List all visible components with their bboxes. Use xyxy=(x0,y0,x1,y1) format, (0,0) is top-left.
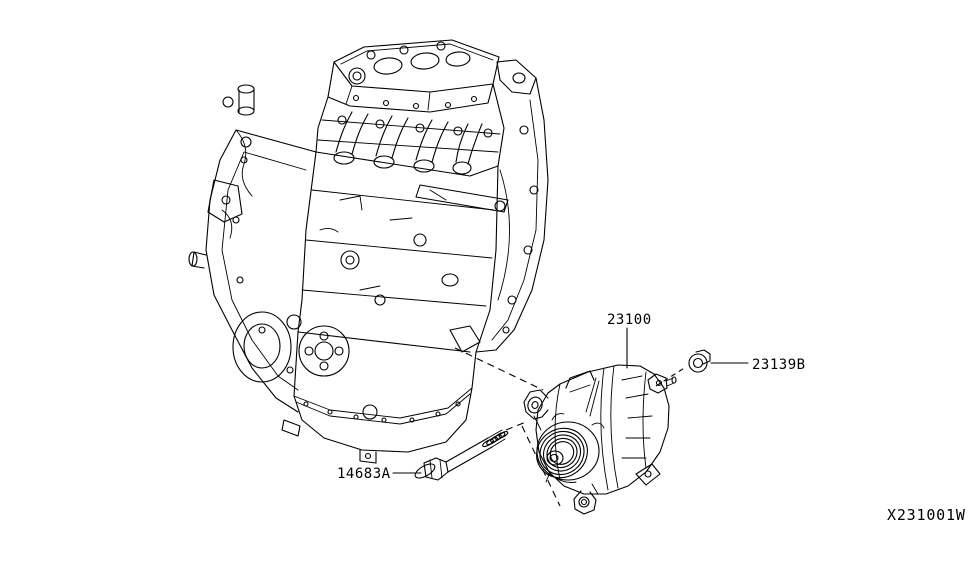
dashed-line-bolt-axis xyxy=(505,421,527,431)
dashed-line-nut-to-terminal xyxy=(655,366,687,387)
alternator-lower-mounting-ear xyxy=(573,490,597,515)
nut-illustration xyxy=(688,349,711,373)
dashed-guide-lines xyxy=(454,347,687,507)
water-pump-pulley xyxy=(298,325,350,377)
leader-lines xyxy=(392,327,749,474)
dashed-line-engine-to-upper-ear xyxy=(454,347,544,391)
alternator-pulley xyxy=(536,427,588,479)
dashed-line-to-lower-ear xyxy=(521,425,561,507)
part-callout-23100[interactable]: 23100 xyxy=(607,312,652,328)
part-callout-14683A[interactable]: 14683A xyxy=(337,466,391,482)
alternator-terminal xyxy=(647,373,677,394)
alternator-illustration xyxy=(523,364,677,515)
figure-code: X231001W xyxy=(887,506,966,524)
part-callout-23139B[interactable]: 23139B xyxy=(752,357,806,373)
engine-illustration xyxy=(188,39,549,464)
bolt-illustration xyxy=(414,429,509,481)
alternator-upper-mounting-ear xyxy=(523,389,549,420)
